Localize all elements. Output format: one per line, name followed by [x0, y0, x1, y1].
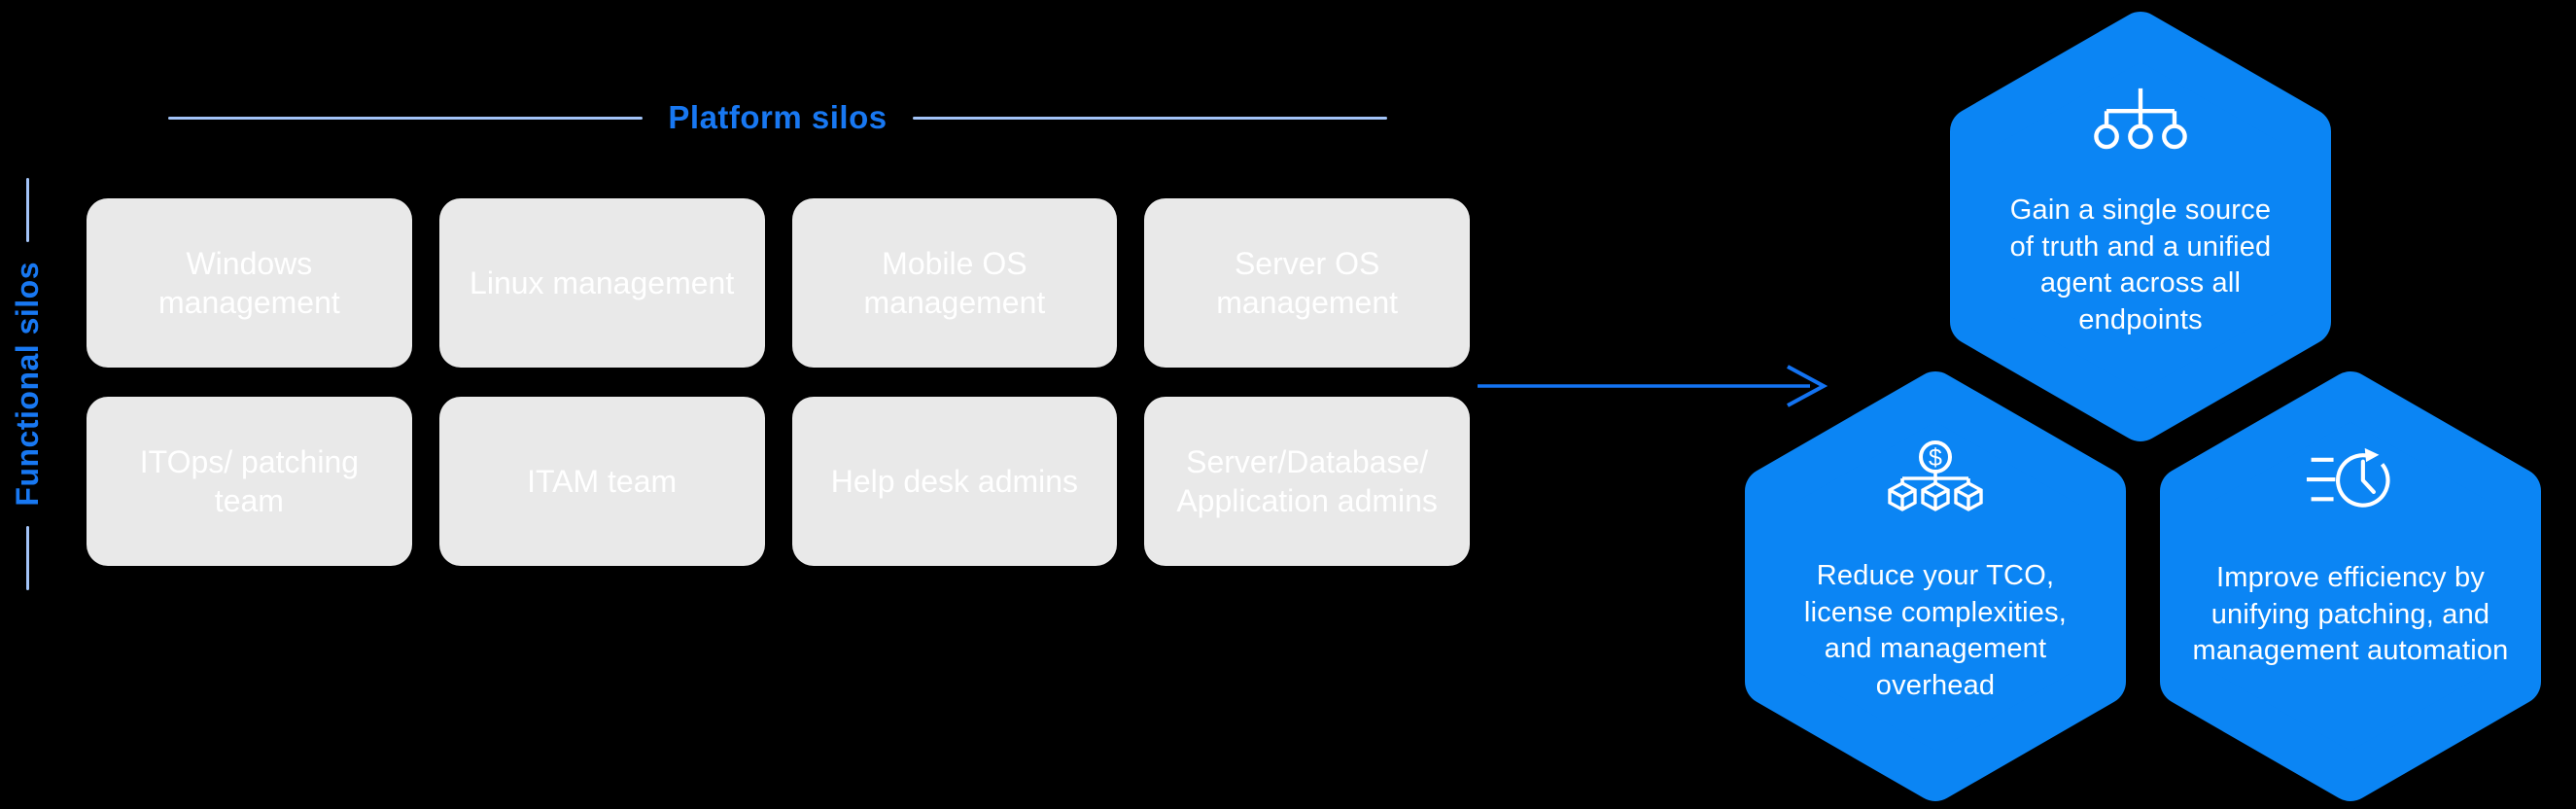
benefit-text-reduce-tco: Reduce your TCO, license complexities, a…: [1803, 560, 2068, 701]
benefit-text-single-source: Gain a single source of truth and a unif…: [2009, 194, 2272, 335]
silo-box-server-database-application-admins: Server/Database/ Application admins: [1144, 397, 1470, 566]
silo-box-help-desk-admins: Help desk admins: [791, 397, 1118, 566]
silo-box-linux-management: Linux management: [438, 198, 765, 368]
silo-box-mobile-os-management: Mobile OS management: [791, 198, 1118, 368]
hexagon-shape: [2160, 371, 2541, 801]
silo-box-itam-team: ITAM team: [438, 397, 765, 566]
silo-grid: Windows management Linux management Mobi…: [87, 198, 1470, 566]
platform-silos-left-line: [168, 116, 644, 120]
functional-silos-top-line: [25, 178, 29, 243]
hexagon-shape: [1950, 12, 2331, 441]
benefit-text-improve-efficiency: Improve efficiency by unifying patching,…: [2192, 562, 2509, 666]
svg-text:$: $: [1929, 444, 1942, 472]
benefit-hexagon-reduce-tco: $ Reduce your TCO, license complexities,…: [1739, 364, 2132, 809]
fast-clock-icon: [2306, 447, 2390, 508]
dollar-distribution-icon: $: [1888, 440, 1983, 511]
functional-silos-label: Functional silos: [9, 262, 45, 507]
silo-box-windows-management: Windows management: [87, 198, 412, 368]
flow-arrow-icon: [1478, 365, 1828, 407]
benefit-hexagon-single-source: Gain a single source of truth and a unif…: [1944, 4, 2337, 449]
platform-silos-right-line: [912, 116, 1388, 120]
functional-silos-label-group: Functional silos: [2, 178, 52, 591]
platform-silos-header-group: Platform silos: [168, 97, 1388, 138]
hexagon-shape: [1745, 371, 2126, 801]
silo-box-server-os-management: Server OS management: [1144, 198, 1470, 368]
functional-silos-bottom-line: [25, 525, 29, 591]
silo-box-itops-patching-team: ITOps/ patching team: [87, 397, 412, 566]
benefit-hexagon-improve-efficiency: Improve efficiency by unifying patching,…: [2154, 364, 2547, 809]
org-chart-icon: [2094, 88, 2187, 150]
platform-silos-label: Platform silos: [668, 99, 888, 135]
